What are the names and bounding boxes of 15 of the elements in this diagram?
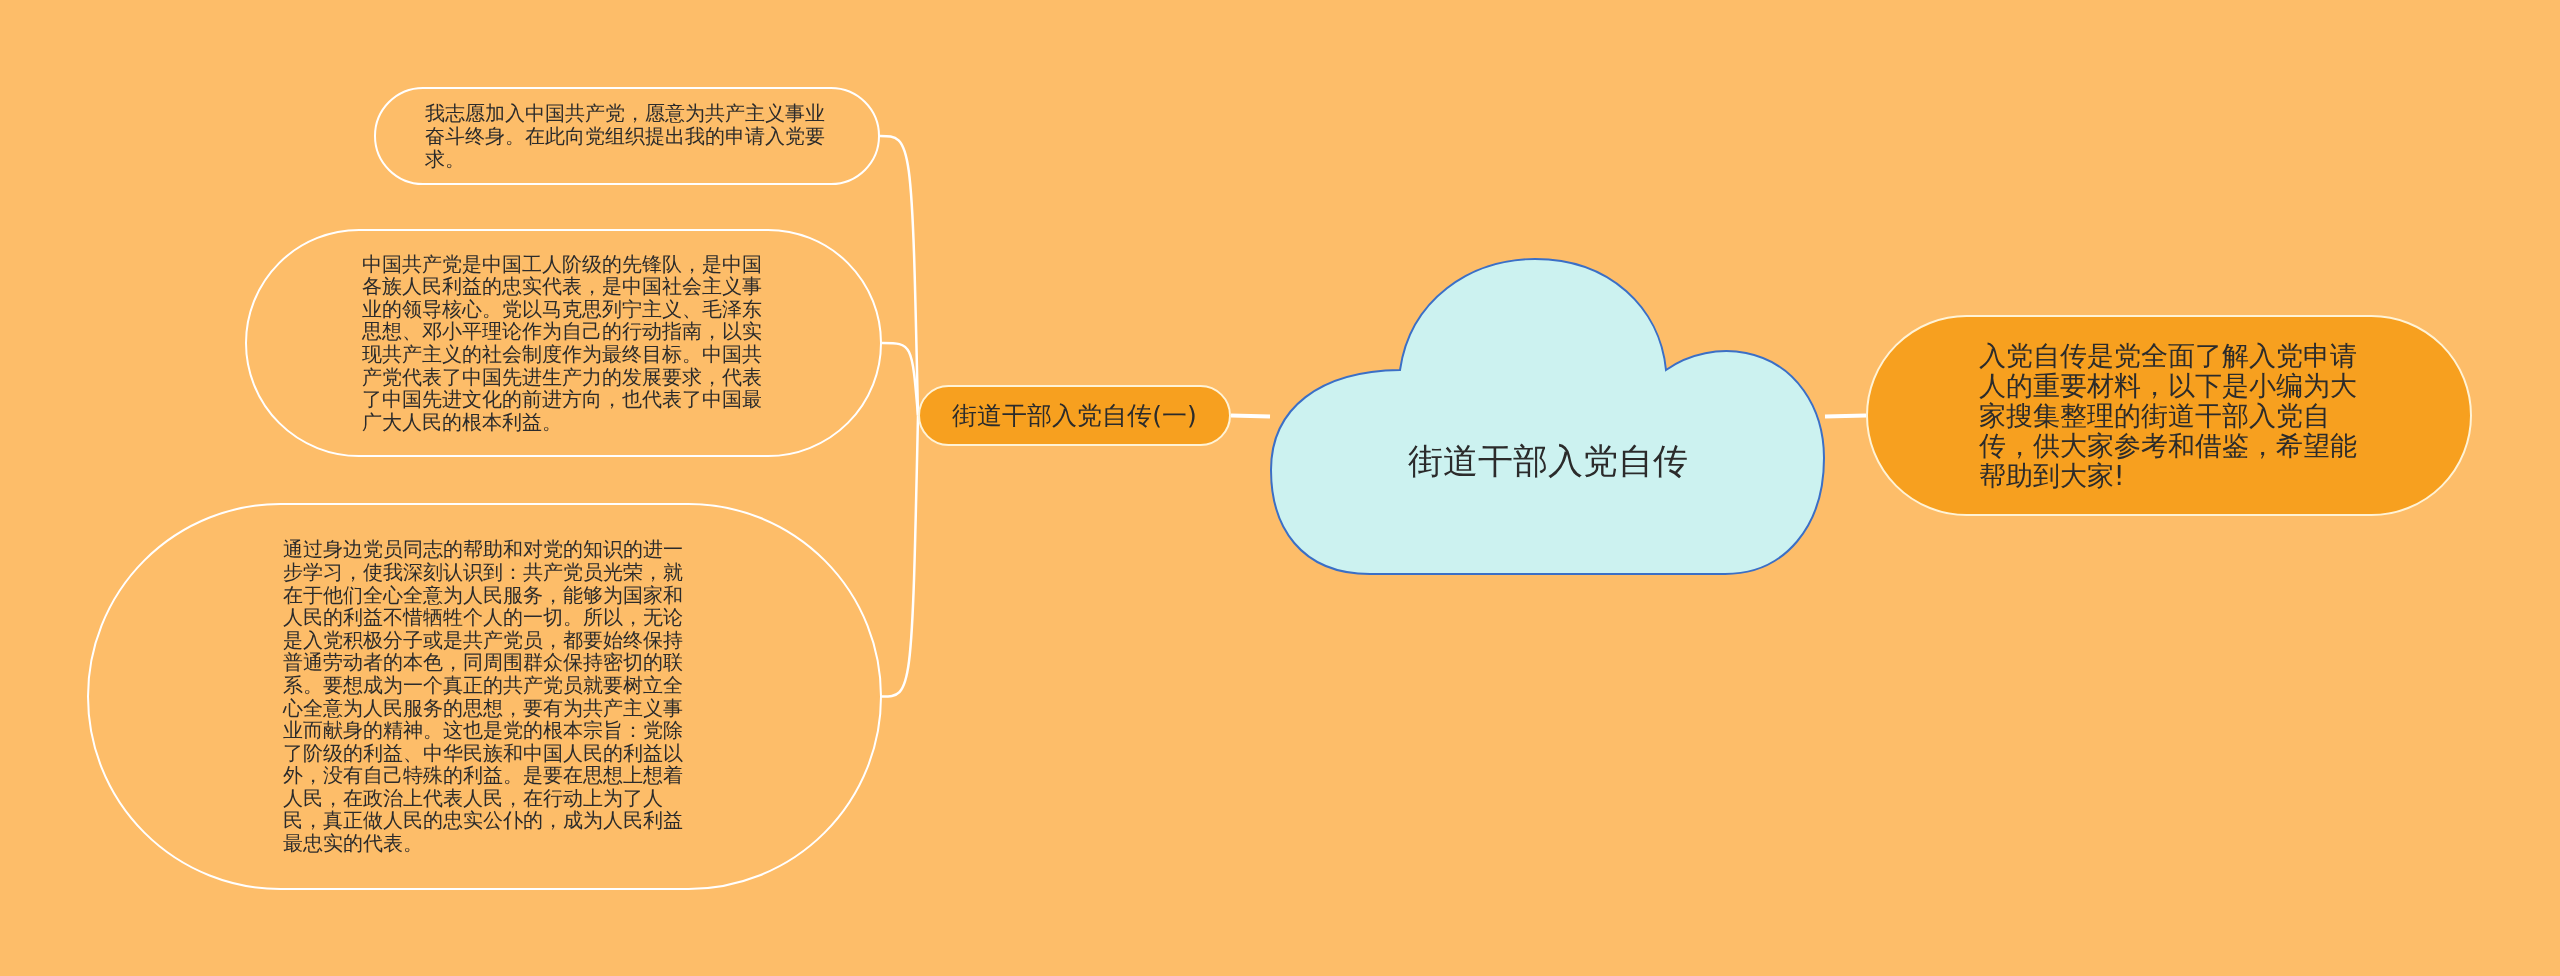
connector-line	[881, 415, 920, 698]
branch-bubble	[918, 385, 1231, 446]
text-bubble	[245, 229, 882, 457]
text-bubble	[87, 503, 882, 890]
topic-title: 街道干部入党自传	[1407, 440, 1688, 483]
connector-line	[1230, 413, 1271, 419]
bubble-text: 我志愿加入中国共产党，愿意为共产主义事业奋斗终身。在此向党组织提出我的申请入党要求。	[425, 101, 826, 171]
summary-text: 入党自传是党全面了解入党申请人的重要材料，以下是小编为大家搜集整理的街道干部入党自传，供大家参考和借鉴，希望能帮助到大家!	[1978, 340, 2358, 491]
branch-label: 街道干部入党自传(一)	[952, 400, 1197, 432]
text-bubble	[374, 87, 880, 185]
topic-cloud	[1270, 258, 1825, 575]
bubble-text: 通过身边党员同志的帮助和对党的知识的进一步学习，使我深刻认识到：共产党员光荣，就在于他们全心全意为人民服务，能够为国家和人民的利益不惜牺牲个人的一切。所以，无论是入党积极分子或是共产党员，都要始终保持普通劳动者的本色，同周围群众保持密切的联系。要想成为一个真正的共产党员就要树立全心全意为人民服务的思想，要有为共产主义事业而献身的精神。这也是党的根本宗旨：党除了阶级的利益、中华民族和中国人民的利益以外，没有自己特殊的利益。是要在思想上想着人民，在政治上代表人民，在行动上为了人民，真正做人民的忠实公仆的，成为人民利益最忠实的代表。	[282, 538, 684, 855]
bubble-text: 中国共产党是中国工人阶级的先锋队，是中国各族人民利益的忠实代表，是中国社会主义事业的领导核心。党以马克思列宁主义、毛泽东思想、邓小平理论作为自己的行动指南，以实现共产主义的社会制度作为最终目标。中国共产党代表了中国先进生产力的发展要求，代表了中国先进文化的前进方向，也代表了中国最广大人民的根本利益。	[361, 252, 763, 434]
connector-line	[882, 341, 920, 416]
connector-line	[1824, 413, 1867, 419]
